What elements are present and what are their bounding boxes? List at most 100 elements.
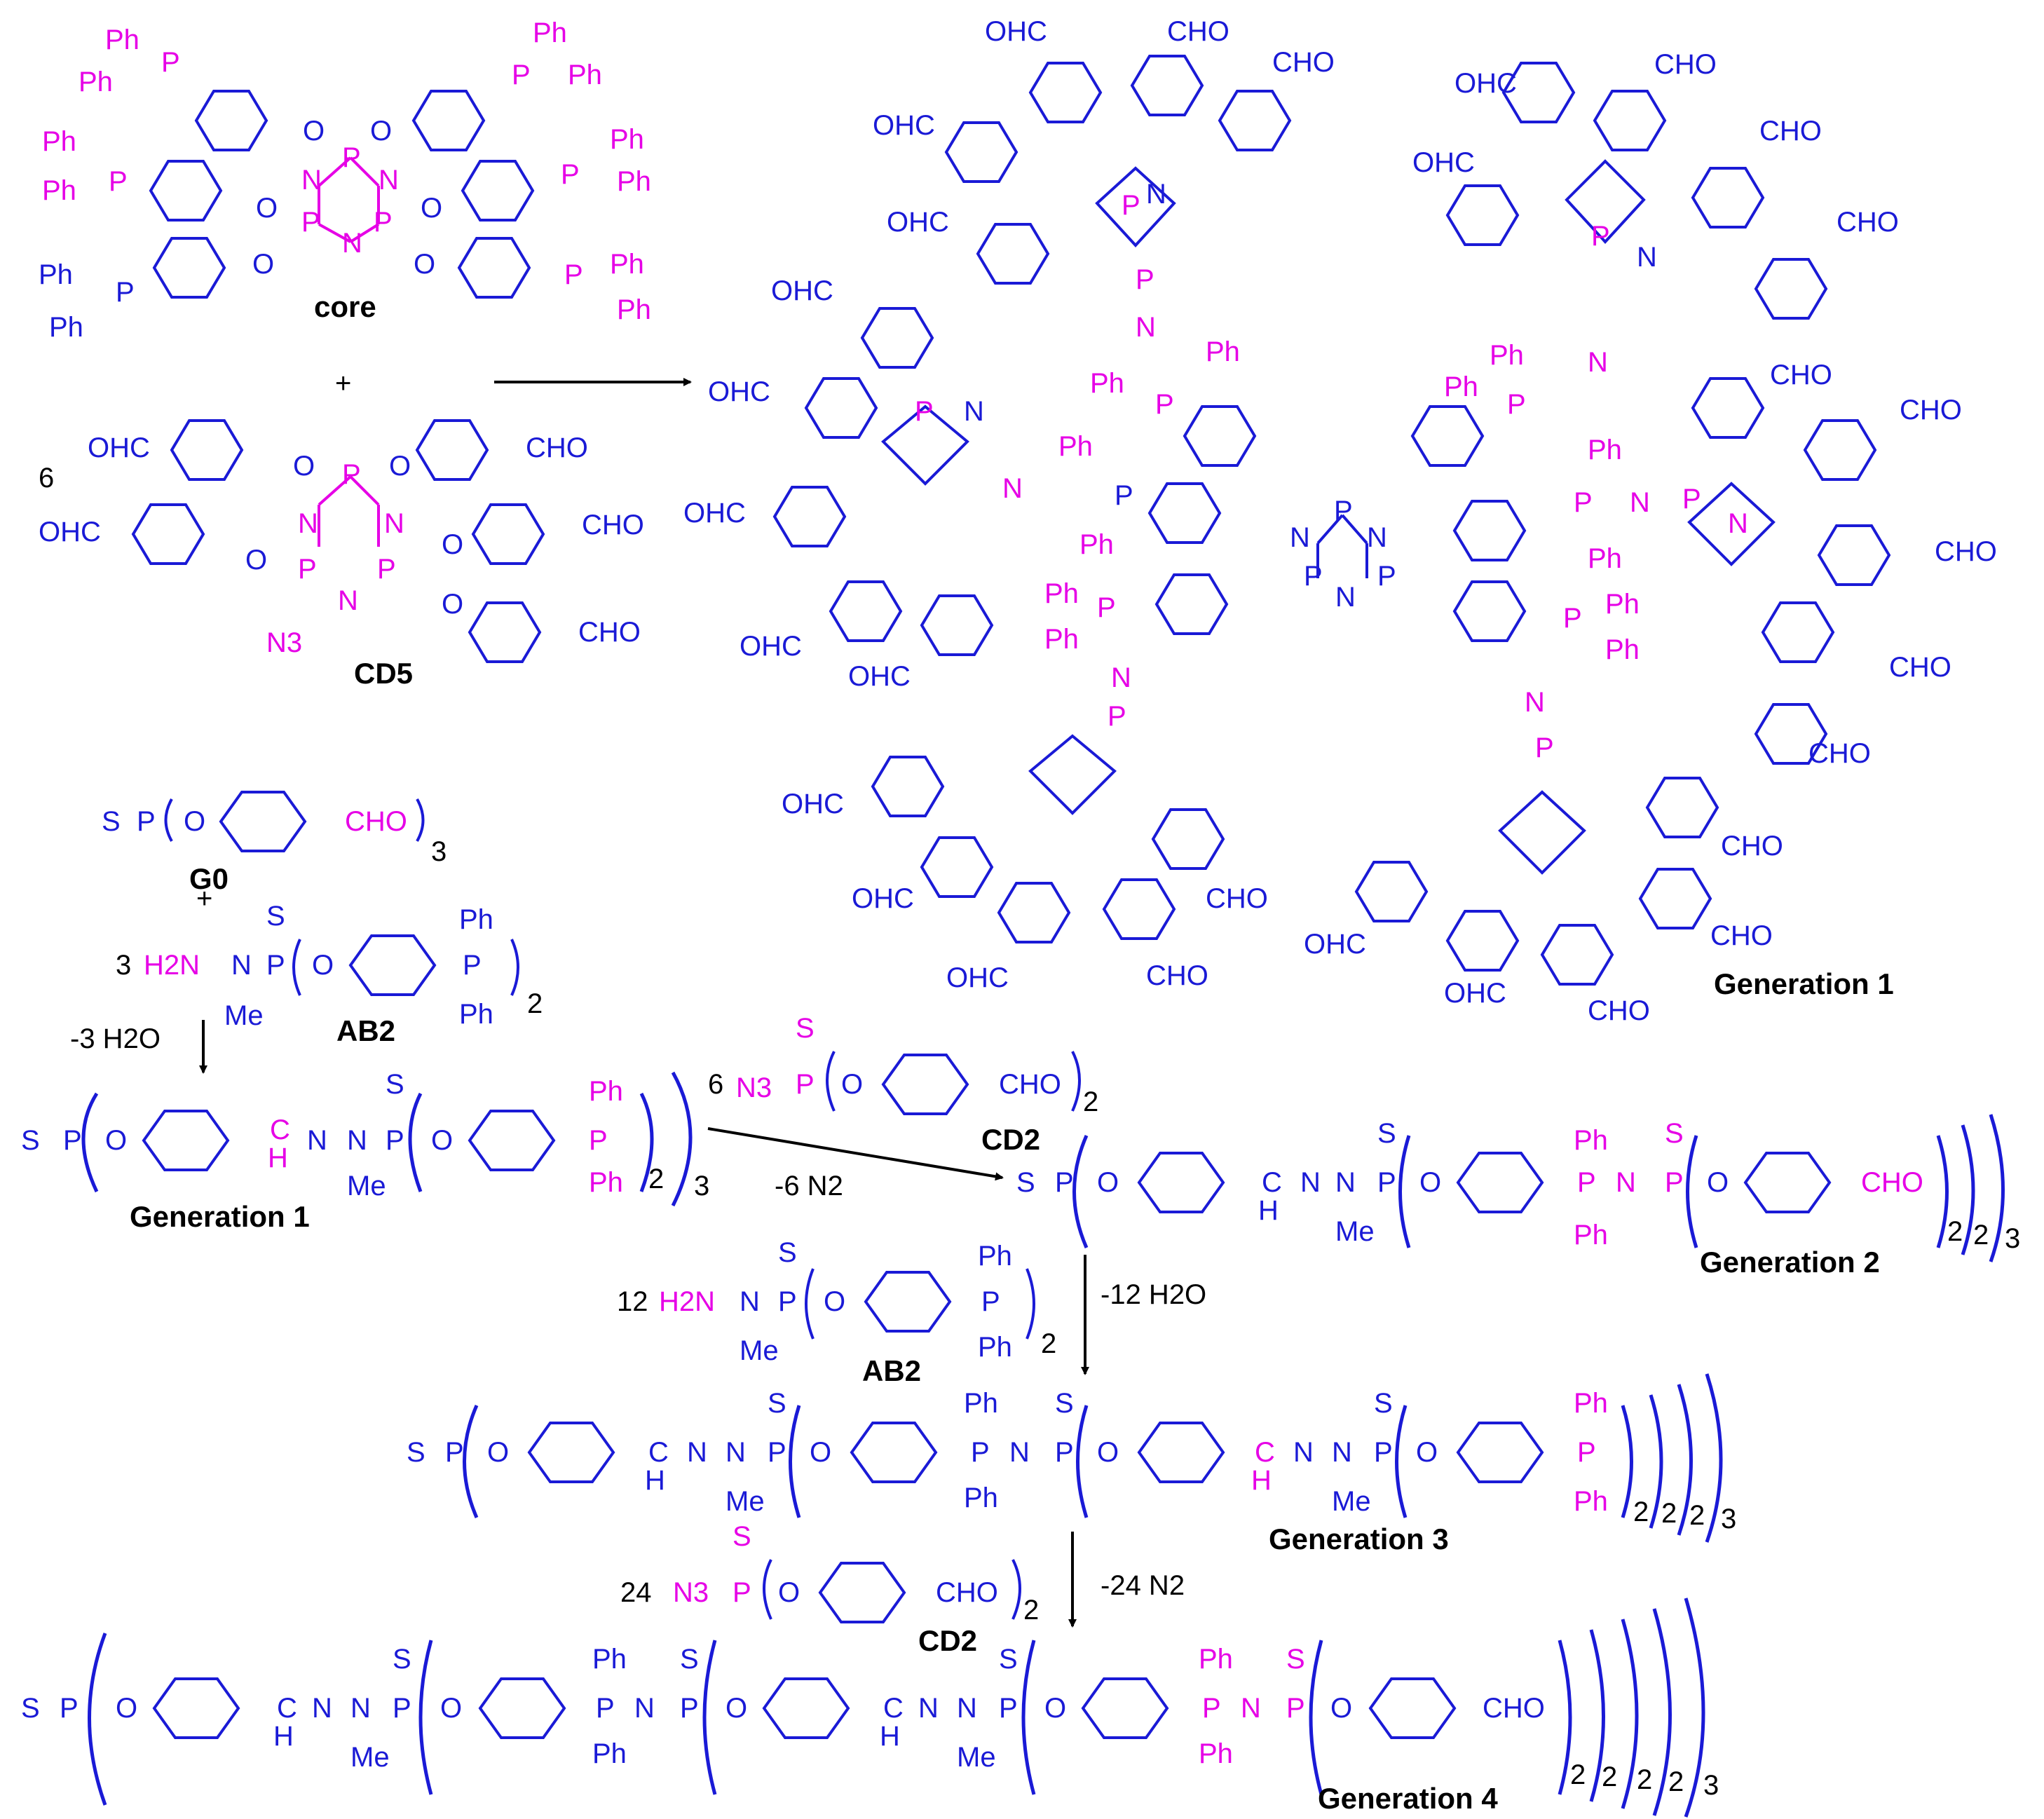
gen1-cho-5: OHC bbox=[887, 207, 949, 238]
gen3-o-3: O bbox=[1097, 1437, 1119, 1468]
gen1-linker1-ph-b: Ph bbox=[1090, 368, 1124, 399]
gen2-n-3: N bbox=[1616, 1167, 1636, 1198]
g0-sub-3: 3 bbox=[431, 836, 447, 867]
gen2-o-2: O bbox=[1419, 1167, 1441, 1198]
gen1-linker6-p: P bbox=[1563, 603, 1582, 634]
gen3-ph-d: Ph bbox=[1574, 1486, 1608, 1517]
gen3-p5: P bbox=[1374, 1437, 1393, 1468]
core-o-2: O bbox=[370, 116, 392, 147]
ab2-second-ph-b: Ph bbox=[978, 1332, 1012, 1363]
generation3: S P O C H N N Me S P O P Ph Ph N S P O C… bbox=[407, 1373, 1736, 1555]
gen1-cho-9: OHC bbox=[740, 631, 802, 662]
gen3-n-1: N bbox=[687, 1437, 707, 1468]
ab2-second-o: O bbox=[824, 1286, 845, 1317]
plus-sign-2: + bbox=[196, 883, 212, 914]
reaction-arrow-gen1-to-gen2 bbox=[707, 1127, 1004, 1181]
gen3-s2: S bbox=[768, 1388, 786, 1419]
ab2-first-label: AB2 bbox=[336, 1014, 395, 1047]
gen2-p3: P bbox=[1577, 1167, 1596, 1198]
cd5-label: CD5 bbox=[354, 657, 413, 690]
ab2-second-label: AB2 bbox=[862, 1354, 921, 1387]
generation4: S P O C H N N Me S P O P Ph Ph N S P O C… bbox=[21, 1597, 1719, 1818]
gen4-h2: H bbox=[880, 1721, 900, 1752]
cd2-first-sub-2: 2 bbox=[1083, 1086, 1098, 1117]
gen1-cho-17: CHO bbox=[1900, 395, 1962, 425]
gen1-cho-18: CHO bbox=[1935, 536, 1997, 567]
cd5-ring-n-right: N bbox=[384, 508, 404, 539]
gen3-ph-b: Ph bbox=[964, 1483, 998, 1513]
cd2-second-cho: CHO bbox=[936, 1577, 998, 1608]
byproduct-n2-first: -6 N2 bbox=[775, 1171, 843, 1201]
gen1-branch6-n-link: N bbox=[1525, 687, 1545, 718]
gen4-sub-2c: 2 bbox=[1637, 1764, 1652, 1795]
gen1-cho-4: OHC bbox=[873, 110, 935, 141]
gen1-linker3-ph-a: Ph bbox=[1058, 431, 1093, 462]
gen3-p2: P bbox=[768, 1437, 786, 1468]
gen4-n-3: N bbox=[634, 1693, 655, 1724]
gen1-cho-23: CHO bbox=[1206, 883, 1268, 914]
gen4-c: C bbox=[277, 1693, 297, 1724]
cd2-second-p: P bbox=[733, 1577, 751, 1608]
gen1-cho-26: CHO bbox=[1721, 831, 1783, 861]
gen4-sub-2d: 2 bbox=[1668, 1766, 1684, 1797]
gen4-ph-b: Ph bbox=[592, 1738, 627, 1769]
gen1-cho-25: CHO bbox=[1146, 960, 1208, 991]
gen1-branch4-n: N bbox=[1728, 508, 1748, 539]
gen3-label: Generation 3 bbox=[1269, 1522, 1449, 1555]
gen1-cho-15: CHO bbox=[1837, 207, 1899, 238]
gen4-n-5: N bbox=[957, 1693, 977, 1724]
core-ring-p-top: P bbox=[342, 142, 361, 173]
gen2-s: S bbox=[1016, 1167, 1035, 1198]
core-molecule: P N N P P N O O O O O O P Ph Ph P Ph Ph … bbox=[39, 18, 651, 343]
gen2-sub-2b: 2 bbox=[1973, 1220, 1989, 1251]
gen1-branch-rings bbox=[881, 159, 1776, 875]
gen1h-ph-a: Ph bbox=[589, 1076, 623, 1107]
gen1h-pph2-p: P bbox=[589, 1125, 608, 1156]
cd5-cho-3: CHO bbox=[578, 617, 641, 648]
gen1h-sub-3: 3 bbox=[694, 1171, 709, 1201]
core-ring-n-bottom: N bbox=[342, 228, 362, 259]
gen1-branch1-n: N bbox=[1146, 179, 1166, 210]
gen2-p: P bbox=[1055, 1167, 1074, 1198]
gen1h-o-1: O bbox=[105, 1125, 127, 1156]
gen1-linker2-p: P bbox=[1507, 389, 1526, 420]
cd2-second-s: S bbox=[733, 1521, 751, 1552]
gen4-p2: P bbox=[393, 1693, 411, 1724]
core-pph2-5-ph-b: Ph bbox=[49, 312, 83, 343]
gen1h-sub-2: 2 bbox=[648, 1164, 664, 1194]
core-ring-n-right: N bbox=[379, 165, 399, 196]
gen2-sub-2a: 2 bbox=[1947, 1216, 1963, 1247]
gen1-linker6-ph-a: Ph bbox=[1605, 589, 1640, 620]
gen1-core-p-left: P bbox=[1304, 561, 1323, 592]
gen4-o-2: O bbox=[440, 1693, 462, 1724]
core-pph2-6-ph-a: Ph bbox=[610, 249, 644, 280]
gen1-branch6-p: P bbox=[1535, 733, 1554, 763]
gen4-p3: P bbox=[596, 1693, 615, 1724]
gen1h-s2: S bbox=[386, 1069, 404, 1100]
gen1-cho-7: OHC bbox=[708, 376, 770, 407]
ab2-second-coefficient: 12 bbox=[617, 1286, 648, 1317]
gen1-linker2-ph-b: Ph bbox=[1444, 372, 1478, 402]
core-pph2-4-p: P bbox=[561, 159, 580, 190]
gen4-o-1: O bbox=[116, 1693, 137, 1724]
gen3-s: S bbox=[407, 1437, 425, 1468]
cd5-label-text: CD5 bbox=[354, 657, 413, 690]
gen4-label: Generation 4 bbox=[1318, 1782, 1498, 1815]
ab2-second-pph2-p: P bbox=[981, 1286, 1000, 1317]
cd2-first-cho: CHO bbox=[999, 1069, 1061, 1100]
gen1-cho-27: CHO bbox=[1710, 920, 1773, 951]
gen4-sub-3: 3 bbox=[1703, 1770, 1719, 1801]
gen2-h: H bbox=[1258, 1195, 1279, 1226]
gen3-sub-3: 3 bbox=[1721, 1504, 1736, 1534]
core-pph2-5-ph-a: Ph bbox=[39, 259, 73, 290]
ab2-second-me: Me bbox=[740, 1335, 779, 1366]
gen1-core-p-right: P bbox=[1377, 561, 1396, 592]
core-pph2-1-ph-a: Ph bbox=[105, 25, 139, 55]
gen4-o-3: O bbox=[725, 1693, 747, 1724]
cd5-ring-p-top: P bbox=[342, 459, 361, 490]
gen4-n-4: N bbox=[918, 1693, 939, 1724]
gen3-sub-2c: 2 bbox=[1689, 1500, 1705, 1531]
gen4-h: H bbox=[273, 1721, 294, 1752]
gen3-o-2: O bbox=[810, 1437, 831, 1468]
